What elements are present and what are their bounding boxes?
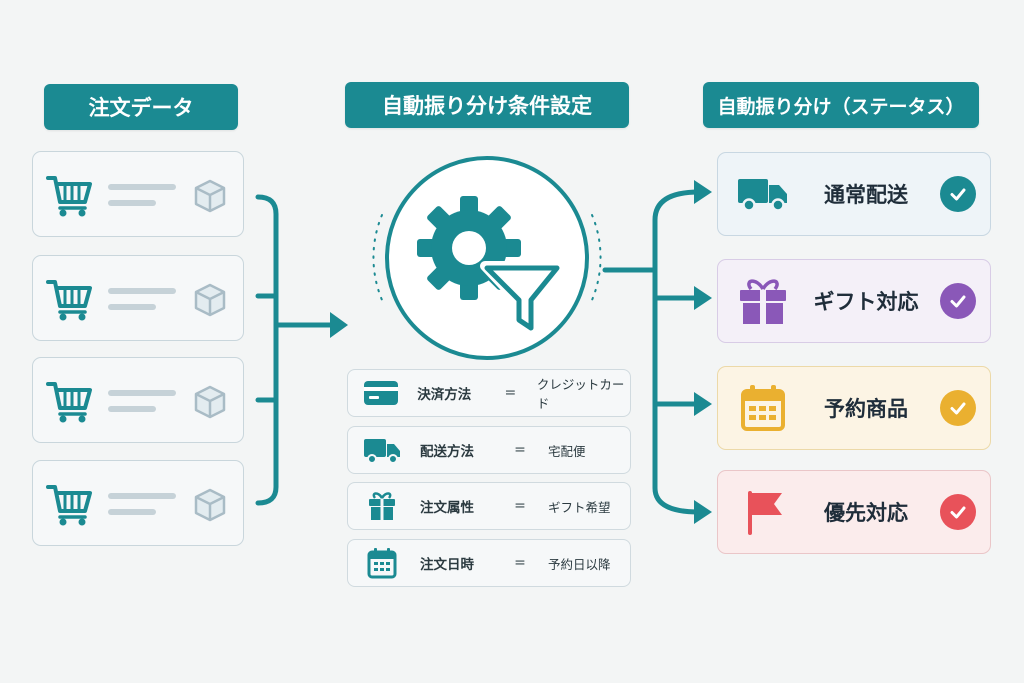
condition-key: 配送方法	[420, 444, 474, 460]
package-icon	[194, 179, 226, 213]
calendar-icon	[367, 548, 397, 579]
order-card	[32, 151, 244, 237]
condition-operator: =	[504, 385, 517, 401]
status-header: 自動振り分け（ステータス）	[703, 82, 979, 128]
package-icon	[194, 488, 226, 522]
order-card	[32, 255, 244, 341]
status-reservation-item: 予約商品	[717, 366, 991, 450]
status-label: 予約商品	[824, 397, 908, 421]
status-label: 優先対応	[824, 501, 908, 525]
status-priority-handling: 優先対応	[717, 470, 991, 554]
condition-operator: =	[514, 555, 526, 571]
order-card	[32, 357, 244, 443]
conditions-header: 自動振り分け条件設定	[345, 82, 629, 128]
condition-value: クレジットカード	[536, 377, 625, 411]
shopping-cart-icon	[46, 485, 92, 526]
condition-key: 注文属性	[420, 500, 474, 516]
placeholder-line	[108, 509, 156, 515]
rules-engine	[385, 156, 589, 360]
gift-icon	[740, 279, 786, 324]
condition-operator: =	[514, 442, 526, 458]
condition-value: 宅配便	[548, 443, 586, 459]
check-icon	[940, 176, 976, 212]
condition-value: ギフト希望	[548, 499, 611, 515]
condition-key: 注文日時	[420, 557, 474, 573]
shopping-cart-icon	[46, 176, 92, 217]
shopping-cart-icon	[46, 280, 92, 321]
order-card	[32, 460, 244, 546]
condition-row: 決済方法 = クレジットカード	[347, 369, 631, 417]
placeholder-line	[108, 493, 176, 499]
package-icon	[194, 283, 226, 317]
placeholder-line	[108, 184, 176, 190]
status-label: 通常配送	[824, 183, 908, 207]
orders-header: 注文データ	[44, 84, 238, 130]
calendar-icon	[741, 385, 785, 431]
check-icon	[940, 283, 976, 319]
status-label: ギフト対応	[813, 290, 919, 314]
condition-row: 注文日時 = 予約日以降	[347, 539, 631, 587]
condition-key: 決済方法	[417, 387, 472, 403]
package-icon	[194, 385, 226, 419]
condition-row: 注文属性 = ギフト希望	[347, 482, 631, 530]
gift-icon	[369, 492, 395, 520]
condition-operator: =	[514, 498, 526, 514]
check-icon	[940, 390, 976, 426]
placeholder-line	[108, 304, 156, 310]
condition-value: 予約日以降	[548, 556, 611, 572]
credit-card-icon	[363, 381, 398, 405]
status-gift-handling: ギフト対応	[717, 259, 991, 343]
shopping-cart-icon	[46, 382, 92, 423]
funnel-icon	[480, 261, 564, 337]
placeholder-line	[108, 406, 156, 412]
flag-icon	[748, 491, 782, 535]
placeholder-line	[108, 200, 156, 206]
truck-icon	[364, 439, 400, 464]
truck-icon	[738, 179, 787, 212]
placeholder-line	[108, 390, 176, 396]
placeholder-line	[108, 288, 176, 294]
check-icon	[940, 494, 976, 530]
status-normal-shipping: 通常配送	[717, 152, 991, 236]
condition-row: 配送方法 = 宅配便	[347, 426, 631, 474]
